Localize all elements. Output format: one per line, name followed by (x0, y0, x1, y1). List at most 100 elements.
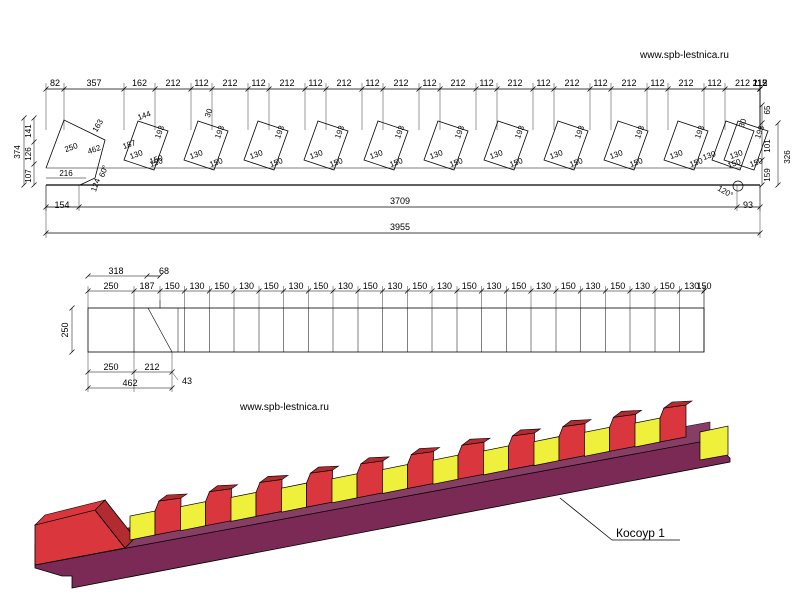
top-dimension-4: 112 (194, 78, 208, 88)
tread-dim-a-2: 130 (248, 148, 264, 161)
plan-top-dim-17: 130 (536, 281, 551, 291)
tread-dim-last-a: 130 (701, 149, 717, 162)
plan-top-dim-11: 130 (387, 281, 402, 291)
step-notch-5 (423, 120, 469, 171)
top-dimension-17: 212 (564, 78, 579, 88)
step-notch-0 (123, 120, 169, 171)
iso-riser-top-0 (157, 493, 189, 502)
dim-163: 163 (91, 117, 106, 134)
tread-dim-b-10: 150 (748, 156, 764, 169)
dim-144: 144 (136, 109, 152, 122)
plan-top-dim-9: 130 (338, 281, 353, 291)
iso-tread-0 (129, 510, 156, 541)
riser-dimension-3: 193 (333, 124, 346, 140)
iso-riser-1 (205, 488, 232, 527)
iso-riser-top-1 (208, 484, 239, 493)
tread-dim-a-8: 130 (608, 148, 624, 161)
kosour-leader-line (559, 497, 613, 541)
plan-top-dim-23: 130 (684, 281, 699, 291)
plan-top-dim-14: 150 (462, 281, 477, 291)
riser-dimension-9: 193 (693, 124, 706, 140)
dimension-tick (31, 139, 37, 145)
dim-462: 462 (86, 143, 102, 156)
top-dimension-19: 212 (621, 78, 636, 88)
riser-dimension-2: 193 (273, 124, 286, 140)
iso-tread-3 (281, 482, 307, 513)
iso-riser-9 (609, 413, 636, 452)
iso-tread-8 (533, 436, 560, 467)
tread-dim-a-3: 130 (308, 148, 324, 161)
tread-dim-b-0: 150 (148, 156, 164, 169)
top-dimension-9: 212 (336, 78, 351, 88)
step-notch-4 (363, 120, 409, 171)
step-notch-7 (543, 120, 589, 171)
plan-top-dim-21: 130 (635, 281, 650, 291)
dimension-tick (21, 115, 27, 121)
plan-top-dim-8: 150 (313, 281, 328, 291)
kosour-label: Косоур 1 (616, 526, 665, 540)
top-dimension-14: 112 (479, 78, 493, 88)
iso-tread-10 (634, 417, 661, 448)
iso-last-tread (699, 425, 729, 461)
plan-top-dim-5: 130 (239, 281, 254, 291)
top-dimension-1: 357 (86, 78, 101, 88)
step-notch-10 (723, 120, 769, 171)
top-dimension-24: 112 (753, 78, 767, 88)
plan-top-dim-6: 150 (264, 281, 279, 291)
plan-top-dim-20: 150 (610, 281, 625, 291)
iso-riser-top-7 (511, 428, 542, 437)
dimension-tick (775, 182, 781, 188)
plan-dim-318: 318 (108, 266, 123, 276)
plan-top-dim-7: 130 (288, 281, 303, 291)
iso-riser-6 (457, 441, 485, 480)
step-notch-6 (483, 120, 529, 171)
dim-30-left: 30 (203, 107, 215, 119)
top-dimension-26: 112 (753, 78, 767, 88)
right-dim-65: 65 (763, 105, 772, 114)
dimension-tick (85, 385, 91, 391)
step-notch-1 (183, 120, 229, 171)
top-dimension-15: 212 (507, 78, 522, 88)
dimension-tick (169, 385, 175, 391)
bottom-dim-154: 154 (54, 200, 69, 210)
right-dim-159: 159 (763, 168, 772, 182)
top-dimension-6: 112 (251, 78, 265, 88)
dim-124: 124 (89, 177, 102, 193)
plan-top-dim-19: 130 (585, 281, 600, 291)
riser-dimension-8: 193 (633, 124, 646, 140)
plan-top-dim-15: 130 (486, 281, 501, 291)
plan-top-dim-2: 150 (165, 281, 180, 291)
iso-riser-top-10 (662, 400, 694, 409)
step-notch-9 (663, 120, 709, 171)
dimension-tick (85, 273, 91, 279)
dimension-tick (759, 102, 765, 108)
dimension-tick (31, 115, 37, 121)
iso-riser-top-9 (612, 409, 643, 418)
dimension-tick (31, 161, 37, 167)
tread-dim-a-9: 130 (668, 148, 684, 161)
dim-120-degrees: 120° (716, 184, 735, 200)
bottom-dim-93: 93 (743, 200, 753, 210)
iso-riser-4 (356, 460, 384, 499)
top-dimension-25: 212 (752, 78, 767, 88)
iso-riser-0 (154, 497, 182, 536)
dim-250: 250 (63, 141, 79, 154)
dimension-tick (69, 305, 75, 311)
top-dimension-8: 112 (308, 78, 322, 88)
top-dimension-5: 212 (222, 78, 237, 88)
tread-dim-a-6: 130 (488, 148, 504, 161)
tread-dim-a-1: 130 (188, 148, 204, 161)
step-notch-3 (303, 120, 349, 171)
stringer-isometric-view: Косоур 1 (34, 400, 731, 589)
riser-dimension-7: 193 (573, 124, 586, 140)
left-dim-374: 374 (13, 145, 22, 159)
top-dimension-27: 115 (753, 78, 767, 88)
dim-216: 216 (59, 169, 73, 178)
iso-riser-3 (306, 469, 333, 508)
plan-top-dim-16: 150 (511, 281, 526, 291)
right-dim-101: 101 (763, 139, 772, 153)
plan-top-dim-13: 130 (437, 281, 452, 291)
tread-dim-a-0: 130 (128, 148, 144, 161)
